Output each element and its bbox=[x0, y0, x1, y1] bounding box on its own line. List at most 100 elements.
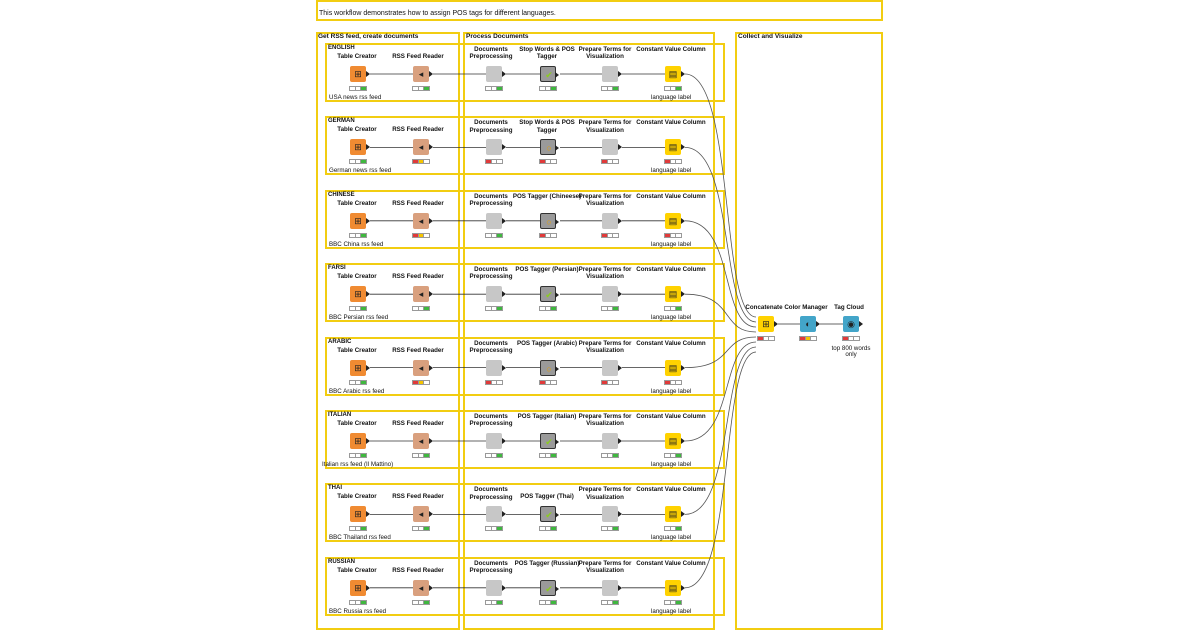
pos-tagger-node[interactable]: ✔ bbox=[540, 579, 559, 596]
documents-preprocessing-node[interactable] bbox=[486, 66, 506, 82]
documents-preprocessing-node[interactable] bbox=[486, 506, 506, 523]
prepare-terms-node[interactable] bbox=[602, 359, 622, 376]
row-title: THAI bbox=[328, 485, 342, 492]
pos-tagger-node[interactable]: ✔ bbox=[540, 286, 559, 303]
table-creator-node[interactable]: ⊞ bbox=[350, 433, 370, 449]
prepare-terms-status bbox=[601, 86, 619, 91]
output-port bbox=[618, 71, 622, 77]
table-creator-node[interactable]: ⊞ bbox=[350, 286, 370, 303]
prepare-terms-status bbox=[601, 159, 619, 165]
output-port bbox=[555, 439, 559, 445]
rss-reader-icon: ◂ bbox=[418, 142, 424, 153]
table-creator-node[interactable]: ⊞ bbox=[350, 139, 370, 156]
rss-feed-reader-node[interactable]: ◂ bbox=[413, 579, 433, 596]
output-port bbox=[429, 364, 433, 371]
annotation-process-title: Process Documents bbox=[466, 33, 529, 40]
output-port bbox=[681, 217, 685, 224]
row-title: RUSSIAN bbox=[328, 558, 356, 565]
pos-tagger-node[interactable]: ○ bbox=[540, 212, 559, 229]
rss-feed-reader-node[interactable]: ◂ bbox=[413, 359, 433, 376]
table-creator-node[interactable]: ⊞ bbox=[350, 359, 370, 376]
annotation-process bbox=[463, 32, 715, 630]
check-icon: ✔ bbox=[545, 437, 553, 447]
language-label-note: language label bbox=[651, 167, 692, 175]
output-port bbox=[681, 511, 685, 518]
constant-value-column-node[interactable]: ▤ bbox=[665, 579, 685, 596]
output-port bbox=[366, 364, 370, 371]
documents-preprocessing-node[interactable] bbox=[486, 359, 506, 376]
output-port bbox=[429, 584, 433, 591]
output-port bbox=[502, 144, 506, 151]
table-plus-icon: ⊞ bbox=[354, 436, 362, 446]
prepare-terms-node[interactable] bbox=[602, 139, 622, 156]
documents-preprocessing-node[interactable] bbox=[486, 433, 506, 449]
rss-reader-icon: ◂ bbox=[418, 289, 424, 300]
constant-value-column-status bbox=[664, 86, 682, 91]
constant-value-column-node[interactable]: ▤ bbox=[665, 212, 685, 229]
prepare-terms-node[interactable] bbox=[602, 433, 622, 449]
pos-tagger-node[interactable]: ✔ bbox=[540, 433, 559, 449]
header-annotation bbox=[316, 0, 883, 21]
pos-tagger-node[interactable]: ○ bbox=[540, 139, 559, 156]
pos-tagger-node[interactable]: ○ bbox=[540, 359, 559, 376]
output-port bbox=[429, 438, 433, 444]
table-creator-title: Table Creator bbox=[337, 199, 377, 207]
pos-tagger-status bbox=[539, 159, 557, 165]
prepare-terms-title: Prepare Terms for Visualization bbox=[578, 339, 632, 354]
rss-reader-icon: ◂ bbox=[418, 582, 424, 593]
table-creator-node[interactable]: ⊞ bbox=[350, 212, 370, 229]
constant-value-column-node[interactable]: ▤ bbox=[665, 66, 685, 82]
table-creator-title: Table Creator bbox=[337, 420, 377, 427]
rss-feed-reader-node[interactable]: ◂ bbox=[413, 433, 433, 449]
constant-value-column-node[interactable]: ▤ bbox=[665, 433, 685, 449]
tag-cloud-node[interactable]: ◉ bbox=[843, 316, 863, 332]
prepare-terms-node[interactable] bbox=[602, 579, 622, 596]
documents-preprocessing-node[interactable] bbox=[486, 286, 506, 303]
rss-feed-reader-status bbox=[412, 379, 430, 385]
constant-value-column-title: Constant Value Column bbox=[636, 413, 706, 420]
output-port bbox=[429, 144, 433, 151]
rss-feed-reader-node[interactable]: ◂ bbox=[413, 66, 433, 82]
output-port bbox=[429, 511, 433, 518]
prepare-terms-title: Prepare Terms for Visualization bbox=[578, 266, 632, 281]
rss-feed-reader-node[interactable]: ◂ bbox=[413, 286, 433, 303]
constant-value-column-title: Constant Value Column bbox=[636, 46, 706, 53]
constant-value-column-status bbox=[664, 159, 682, 165]
row-annotation bbox=[325, 336, 725, 396]
concatenate-node[interactable]: ⊞ bbox=[758, 316, 778, 332]
prepare-terms-node[interactable] bbox=[602, 286, 622, 303]
documents-preprocessing-node[interactable] bbox=[486, 139, 506, 156]
rss-feed-reader-title: RSS Feed Reader bbox=[392, 53, 444, 60]
table-creator-node[interactable]: ⊞ bbox=[350, 579, 370, 596]
table-creator-title: Table Creator bbox=[337, 346, 377, 354]
constant-value-column-node[interactable]: ▤ bbox=[665, 139, 685, 156]
rss-feed-reader-node[interactable]: ◂ bbox=[413, 506, 433, 523]
color-manager-node[interactable]: ◐ bbox=[800, 316, 820, 332]
pos-tagger-node[interactable]: ✔ bbox=[540, 66, 559, 82]
table-plus-icon: ⊞ bbox=[354, 289, 362, 300]
documents-preprocessing-node[interactable] bbox=[486, 579, 506, 596]
prepare-terms-node[interactable] bbox=[602, 66, 622, 82]
output-port bbox=[555, 292, 559, 299]
pos-tagger-node[interactable]: ✔ bbox=[540, 506, 559, 523]
rss-feed-reader-title: RSS Feed Reader bbox=[392, 566, 444, 574]
feed-note: Italian rss feed (Il Mattino) bbox=[322, 461, 394, 468]
documents-preprocessing-status bbox=[485, 379, 503, 385]
constant-value-column-status bbox=[664, 453, 682, 458]
rss-feed-reader-node[interactable]: ◂ bbox=[413, 212, 433, 229]
prepare-terms-node[interactable] bbox=[602, 212, 622, 229]
feed-note: BBC Persian rss feed bbox=[329, 314, 389, 322]
table-creator-node[interactable]: ⊞ bbox=[350, 506, 370, 523]
documents-preprocessing-node[interactable] bbox=[486, 212, 506, 229]
table-creator-node[interactable]: ⊞ bbox=[350, 66, 370, 82]
prepare-terms-node[interactable] bbox=[602, 506, 622, 523]
output-port bbox=[366, 438, 370, 444]
constant-value-column-node[interactable]: ▤ bbox=[665, 286, 685, 303]
constant-value-column-title: Constant Value Column bbox=[636, 119, 706, 127]
tag-cloud-title: Tag Cloud bbox=[834, 304, 864, 311]
output-port bbox=[366, 71, 370, 77]
constant-value-column-node[interactable]: ▤ bbox=[665, 359, 685, 376]
constant-value-column-node[interactable]: ▤ bbox=[665, 506, 685, 523]
rss-feed-reader-node[interactable]: ◂ bbox=[413, 139, 433, 156]
constant-value-column-status bbox=[664, 379, 682, 385]
